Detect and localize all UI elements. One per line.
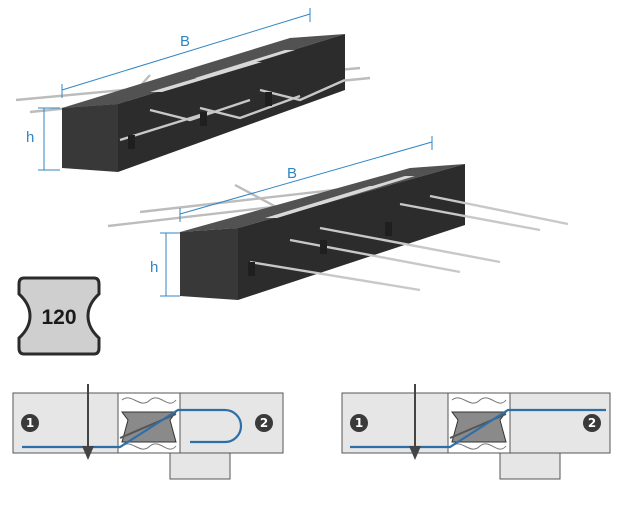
fire-rating-value: 120 [41,306,76,329]
box-front-face [180,228,238,300]
section-view-left: 1 2 [12,384,284,480]
support-wall [169,452,231,480]
box-side-face [238,164,465,300]
marker-2-badge [255,414,273,432]
marker-2-label: 2 [260,416,268,430]
marker-1-badge [21,414,39,432]
marker-2-badge [583,414,601,432]
box-fixing-details [248,222,392,276]
section-view-right: 1 2 [341,384,611,480]
tension-bar-looped [22,408,243,449]
dimension-h-label: h [150,259,158,276]
marker-2-label: 2 [588,416,596,430]
insulation-block [117,392,181,454]
dimension-h-bottom [160,232,180,297]
dimension-b-bottom [179,136,433,222]
marker-1-label: 1 [355,416,363,430]
dimension-b-label: B [287,165,297,182]
box-side-face [118,34,345,172]
fire-rating-badge-shape [17,276,101,356]
tension-bar-straight [350,408,606,449]
dowel-arrow [82,384,94,460]
rebar-group-bottom-front [249,194,569,292]
fire-rating-badge: 120 [17,276,101,356]
insulation-block [447,392,511,454]
box-top-face [62,34,345,108]
product-view-top: B h [15,8,371,172]
support-wall [499,452,561,480]
marker-1-badge [350,414,368,432]
box-top-slot [310,176,415,205]
dimension-b-top [61,8,311,98]
dimension-b-label: B [180,33,190,50]
product-view-bottom: B h [107,136,569,300]
dowel-arrow [409,384,421,460]
dimension-h-top [38,107,60,171]
box-fixing-details [128,92,272,149]
marker-1-label: 1 [26,416,34,430]
dimension-h-label: h [26,129,34,146]
box-top-slot [195,50,295,78]
box-front-face [62,104,118,172]
